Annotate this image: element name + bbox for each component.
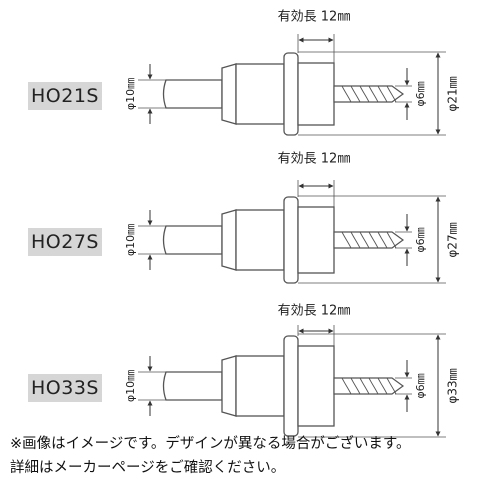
disclaimer-line-1: ※画像はイメージです。デザインが異なる場合がございます。 — [10, 436, 411, 452]
drill-flute — [386, 85, 397, 103]
cutter-diameter-label: φ27㎜ — [446, 222, 460, 257]
cutter-diameter-label: φ33㎜ — [446, 368, 460, 403]
shank — [162, 371, 223, 401]
drill-diameter-label: φ6㎜ — [414, 81, 427, 106]
drill-flute — [377, 377, 388, 395]
collar — [235, 355, 285, 417]
model-label-ho33s: HO33S — [28, 374, 102, 402]
drill-flute — [350, 377, 361, 395]
drill-flute — [386, 231, 397, 249]
drill-flute — [341, 231, 352, 249]
drill-flute — [359, 377, 370, 395]
model-label-ho27s: HO27S — [28, 228, 102, 256]
cutter-cup — [297, 345, 335, 427]
drill-flute — [341, 85, 352, 103]
effective-length-label: 有効長 12㎜ — [278, 304, 351, 319]
effective-length-label: 有効長 12㎜ — [278, 10, 351, 25]
drill-bit — [333, 85, 405, 103]
shank — [162, 79, 223, 109]
collar — [235, 209, 285, 271]
drill-flute — [359, 231, 370, 249]
shank-diameter-label: φ10㎜ — [124, 224, 137, 256]
collar — [235, 63, 285, 125]
drill-flute — [377, 231, 388, 249]
shank — [162, 225, 223, 255]
cutter-cup — [297, 62, 335, 126]
disclaimer-line-2: 詳細はメーカーページをご確認ください。 — [10, 460, 286, 476]
drill-bit — [333, 377, 405, 395]
model-label-ho21s: HO21S — [28, 82, 102, 110]
drill-diameter-label: φ6㎜ — [414, 227, 427, 252]
cutter-flange — [283, 52, 299, 136]
shank-diameter-label: φ10㎜ — [124, 78, 137, 110]
drill-flute — [377, 85, 388, 103]
drill-flute — [359, 85, 370, 103]
cutter-flange — [283, 335, 299, 437]
drill-flute — [341, 377, 352, 395]
cutter-cup — [297, 206, 335, 274]
drill-flute — [350, 85, 361, 103]
cutter-flange — [283, 196, 299, 284]
collar-taper — [221, 63, 237, 125]
shank-diameter-label: φ10㎜ — [124, 370, 137, 402]
drill-flute — [368, 85, 379, 103]
drill-diameter-label: φ6㎜ — [414, 373, 427, 398]
collar-taper — [221, 209, 237, 271]
collar-taper — [221, 355, 237, 417]
hole-cutter-unit-2 — [138, 180, 446, 284]
drill-flute — [368, 377, 379, 395]
hole-cutter-unit-3 — [138, 325, 446, 438]
drill-flute — [386, 377, 397, 395]
hole-cutter-unit-1 — [138, 34, 446, 136]
cutter-diameter-label: φ21㎜ — [446, 76, 460, 111]
drill-bit — [333, 231, 405, 249]
drill-flute — [350, 231, 361, 249]
effective-length-label: 有効長 12㎜ — [278, 152, 351, 167]
drill-flute — [368, 231, 379, 249]
